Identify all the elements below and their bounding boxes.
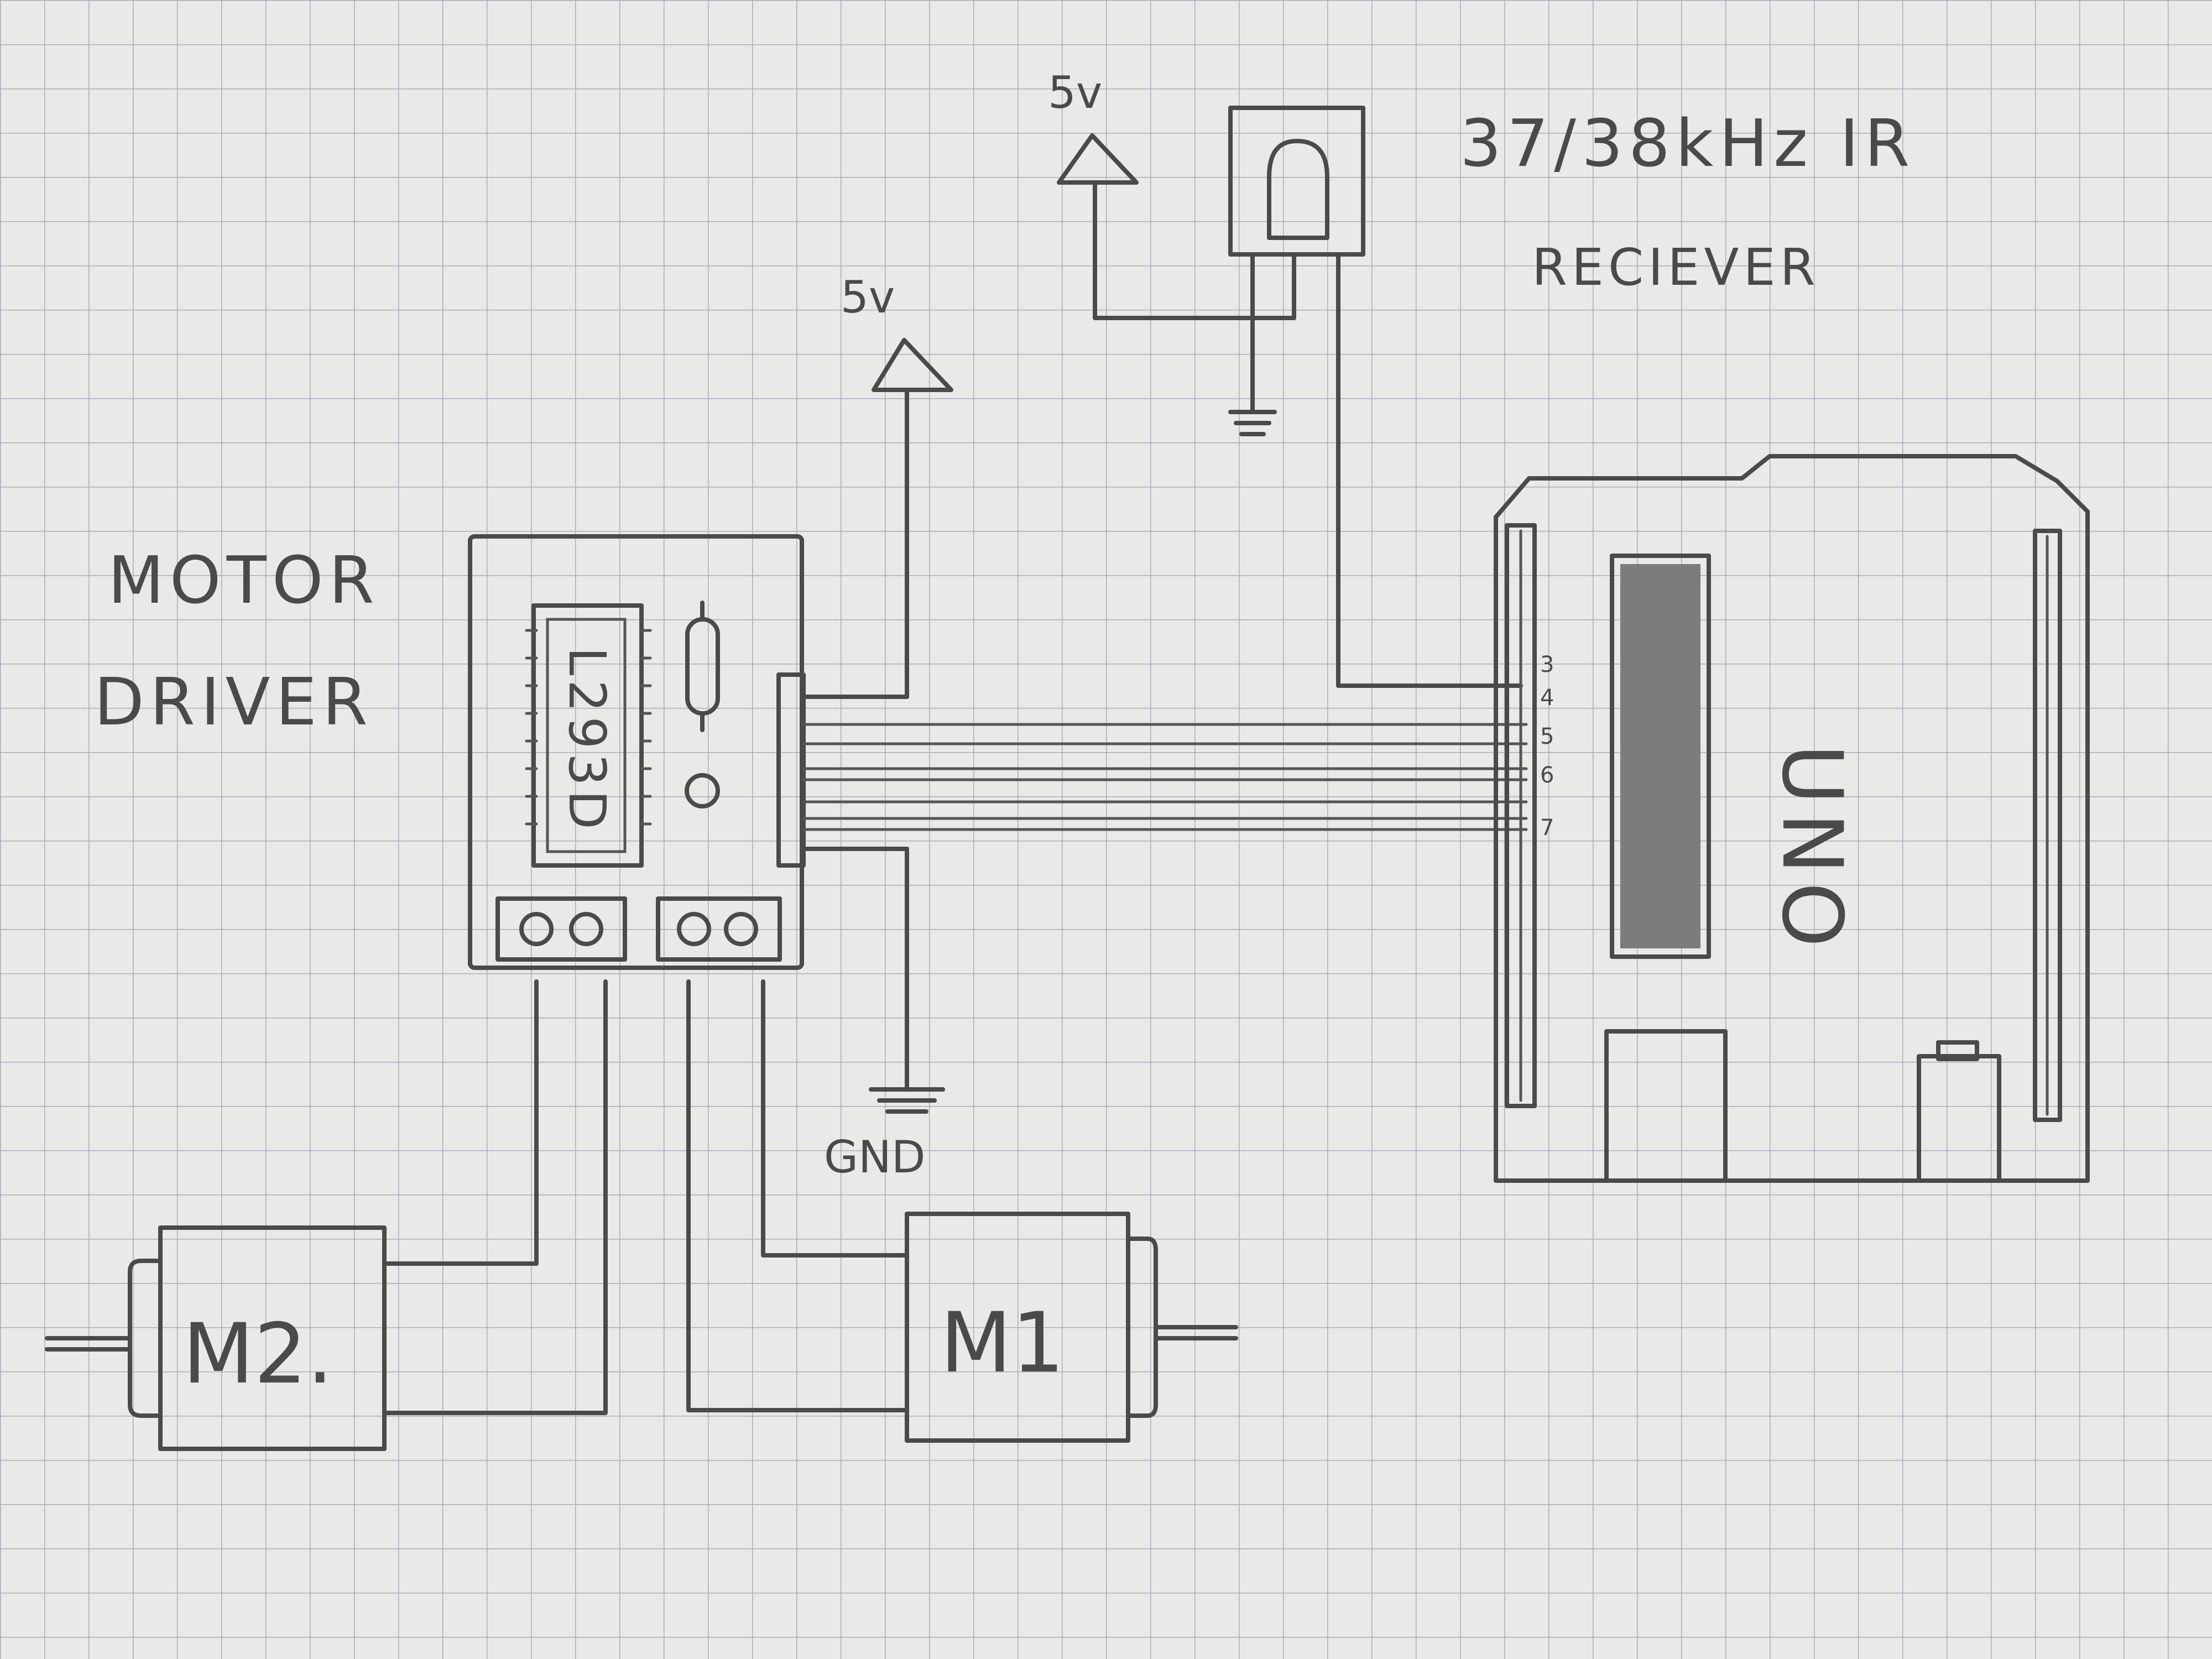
driver-ground: [869, 847, 945, 1114]
motor-driver-label-line1: MOTOR: [108, 542, 380, 618]
motor-wires: [382, 979, 909, 1415]
ir-receiver-label-line2: RECIEVER: [1532, 238, 1820, 297]
pin-label: 4: [1540, 685, 1554, 711]
pin-label: 3: [1540, 652, 1554, 677]
l293d-chip: L293D: [525, 603, 652, 868]
pin-label: 5: [1540, 724, 1554, 749]
arduino-uno-board: UNO: [1494, 454, 2090, 1183]
ir-receiver: [1093, 106, 1523, 688]
motor-m2-label: M2.: [182, 1306, 333, 1402]
led: [685, 773, 720, 808]
uno-digital-header: [1505, 523, 1537, 1108]
driver-5v-label: 5v: [841, 272, 895, 323]
uno-power-jack: [1917, 1040, 2001, 1183]
signal-wires: [801, 695, 1528, 851]
uno-usb-port: [1604, 1029, 1728, 1183]
motor-driver-board: L293D: [468, 534, 806, 970]
motor-m1-label: M1: [940, 1295, 1065, 1391]
screw-terminal-right: [656, 896, 782, 962]
ir-5v-supply: [1057, 133, 1139, 185]
pin-label: 6: [1540, 763, 1554, 788]
ground-label: GND: [824, 1131, 925, 1183]
uno-label: UNO: [1764, 744, 1860, 955]
driver-5v-supply: [872, 338, 953, 699]
motor-driver-label-line2: DRIVER: [94, 664, 373, 740]
ir-receiver-label-line1: 37/38kHz IR: [1460, 105, 1915, 181]
screw-terminal-left: [495, 896, 627, 962]
motor-m2: M2.: [45, 1225, 387, 1451]
pin-label: 7: [1540, 815, 1554, 841]
motor-m1: M1: [905, 1212, 1238, 1443]
chip-label: L293D: [557, 647, 617, 834]
uno-microcontroller: [1610, 554, 1711, 959]
uno-analog-header: [2033, 529, 2062, 1122]
ir-5v-label: 5v: [1048, 67, 1102, 118]
